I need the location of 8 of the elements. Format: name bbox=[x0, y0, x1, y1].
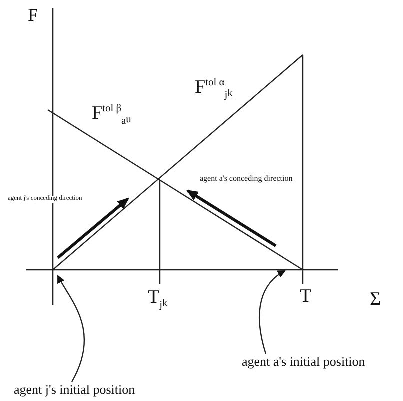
annotation-text: agent j's initial position bbox=[14, 382, 150, 398]
annotation-text: agent a's initial position bbox=[242, 354, 378, 370]
leader-arrow bbox=[57, 275, 85, 382]
leader-arrow bbox=[259, 270, 286, 354]
axis-label: F bbox=[28, 6, 38, 24]
axis-label: T bbox=[300, 287, 312, 306]
axis-label: Σ bbox=[370, 290, 382, 309]
axis-label: agent a's conceding direction bbox=[200, 175, 293, 183]
